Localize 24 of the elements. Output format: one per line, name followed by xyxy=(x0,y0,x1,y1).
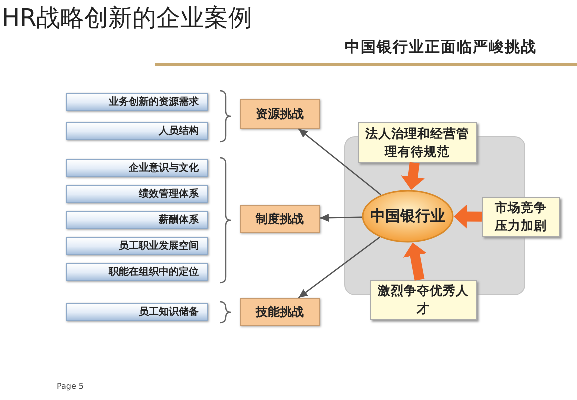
block-arrow xyxy=(403,242,428,281)
challenge-box: 资源挑战 xyxy=(240,99,320,129)
center-ellipse: 中国银行业 xyxy=(362,190,454,243)
arrow xyxy=(320,214,362,222)
cause-box: 市场竞争压力加剧 xyxy=(482,197,560,237)
page-number: Page 5 xyxy=(57,382,84,391)
block-arrow xyxy=(454,204,482,229)
list-box: 员工职业发展空间 xyxy=(66,237,208,255)
list-box: 业务创新的资源需求 xyxy=(66,93,208,111)
list-box: 企业意识与文化 xyxy=(66,159,208,177)
arrow xyxy=(298,236,380,299)
slide-heading: 中国银行业正面临严峻挑战 xyxy=(345,38,537,57)
cause-box: 法人治理和经营管理有待规范 xyxy=(358,122,477,163)
arrow xyxy=(298,128,382,196)
cause-box: 激烈争夺优秀人才 xyxy=(370,280,477,320)
list-box: 人员结构 xyxy=(66,122,208,140)
challenge-box: 制度挑战 xyxy=(240,205,320,233)
block-arrow xyxy=(401,162,425,190)
list-box: 薪酬体系 xyxy=(66,211,208,229)
list-box: 绩效管理体系 xyxy=(66,185,208,203)
challenge-box: 技能挑战 xyxy=(240,298,320,326)
page-title: HR战略创新的企业案例 xyxy=(2,3,253,34)
list-box: 员工知识储备 xyxy=(66,303,208,321)
list-box: 职能在组织中的定位 xyxy=(66,263,208,281)
